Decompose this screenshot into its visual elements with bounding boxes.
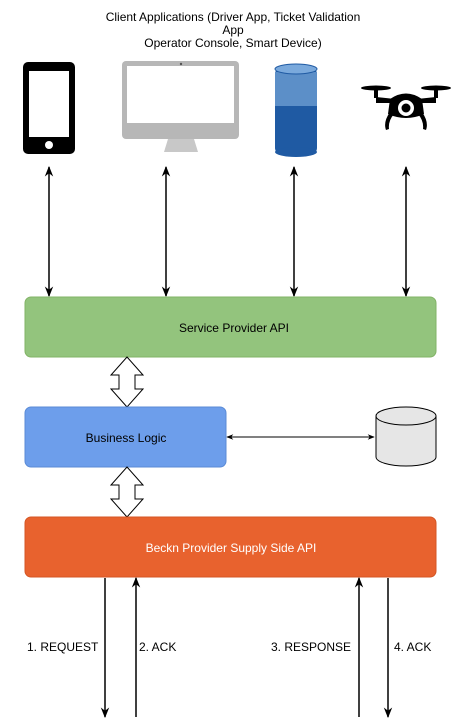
- drone-icon: [361, 85, 451, 130]
- heading-line-3: Operator Console, Smart Device): [144, 36, 322, 50]
- flow-label-request: 1. REQUEST: [27, 640, 99, 654]
- smartphone-icon: [23, 62, 75, 154]
- service-provider-api-box: Service Provider API: [24, 296, 437, 358]
- hollow-double-arrow: [109, 466, 145, 518]
- client-applications-heading: Client Applications (Driver App, Ticket …: [60, 11, 406, 50]
- smart-speaker-icon: [274, 63, 318, 157]
- beckn-supply-api-box: Beckn Provider Supply Side API: [24, 516, 437, 578]
- heading-line-1: Client Applications (Driver App, Ticket …: [105, 10, 361, 24]
- flow-label-response: 3. RESPONSE: [271, 640, 351, 654]
- desktop-monitor-icon: [122, 61, 239, 152]
- beckn-supply-api-label: Beckn Provider Supply Side API: [146, 541, 317, 555]
- flow-label-ack: 2. ACK: [139, 640, 176, 654]
- network-flows: [100, 576, 393, 719]
- device-connectors: [44, 165, 411, 298]
- heading-line-2: App: [222, 23, 244, 37]
- business-logic-label: Business Logic: [86, 431, 167, 445]
- flow-label-ack-2: 4. ACK: [394, 640, 431, 654]
- hollow-double-arrow: [109, 356, 145, 408]
- service-provider-api-label: Service Provider API: [179, 321, 289, 335]
- business-logic-box: Business Logic: [24, 406, 227, 468]
- database-icon: [375, 406, 437, 467]
